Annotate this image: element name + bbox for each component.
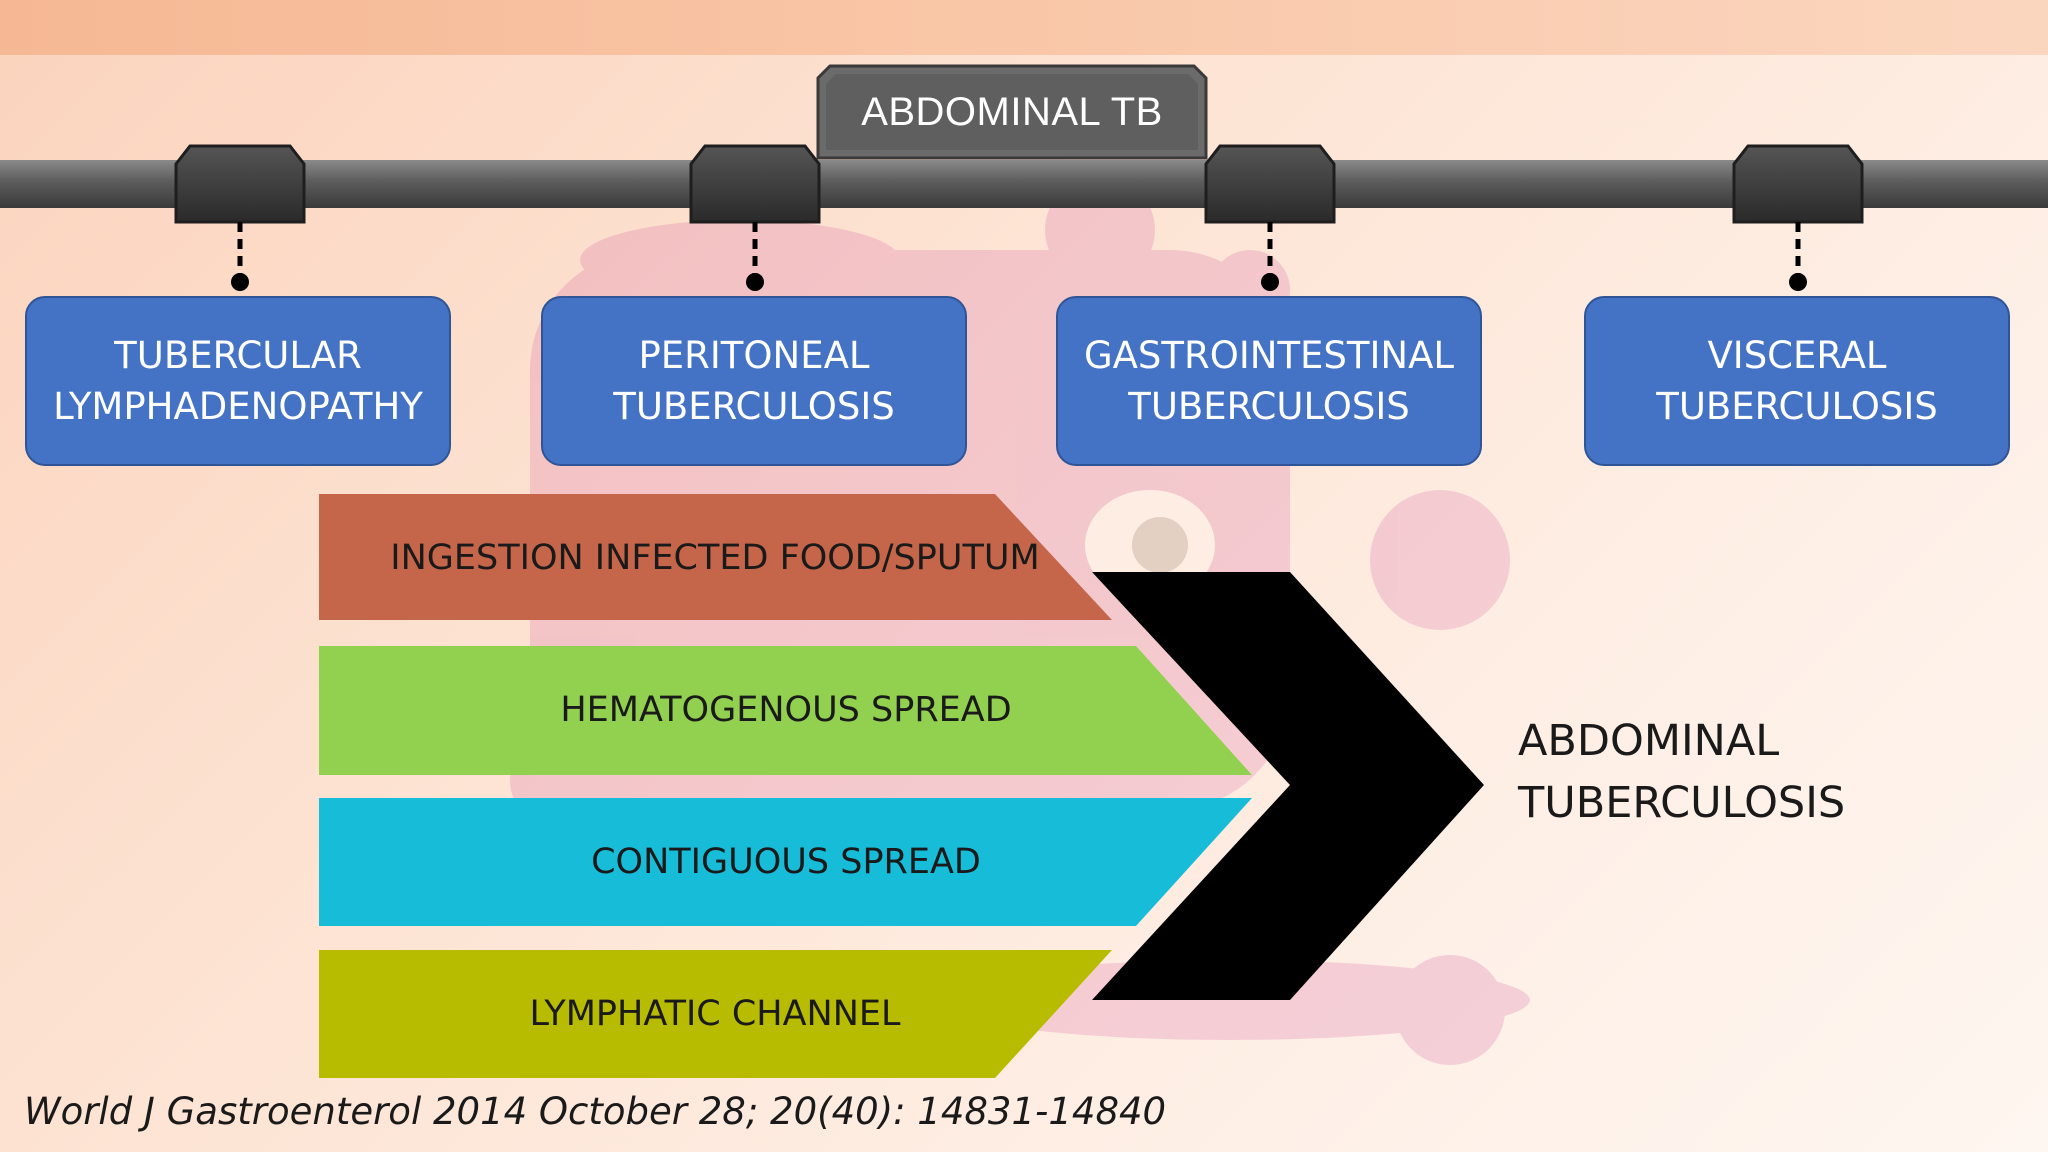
timeline-bar xyxy=(0,160,2048,208)
result-line-1: ABDOMINAL xyxy=(1518,716,1780,766)
convergence-chevron-arrow xyxy=(1092,572,1484,1000)
route-arrow-ingestion xyxy=(319,494,1112,620)
title-plaque xyxy=(816,64,1208,160)
diagram-title: ABDOMINAL TB xyxy=(861,89,1163,134)
category-line-2: TUBERCULOSIS xyxy=(1128,385,1410,428)
connector-1 xyxy=(174,144,306,291)
category-visceral-tuberculosis: VISCERAL TUBERCULOSIS xyxy=(1584,296,2010,466)
category-gastrointestinal-tuberculosis: GASTROINTESTINAL TUBERCULOSIS xyxy=(1056,296,1482,466)
result-line-2: TUBERCULOSIS xyxy=(1518,778,1846,828)
category-line-1: PERITONEAL xyxy=(638,334,870,377)
top-band xyxy=(0,0,2048,55)
route-arrow-hematogenous xyxy=(319,646,1252,775)
category-line-1: TUBERCULAR xyxy=(114,334,362,377)
category-line-2: TUBERCULOSIS xyxy=(1656,385,1938,428)
category-peritoneal-tuberculosis: PERITONEAL TUBERCULOSIS xyxy=(541,296,967,466)
connector-3 xyxy=(1204,144,1336,291)
result-label: ABDOMINAL TUBERCULOSIS xyxy=(1518,710,1845,834)
category-tubercular-lymphadenopathy: TUBERCULAR LYMPHADENOPATHY xyxy=(25,296,451,466)
route-label-lymphatic: LYMPHATIC CHANNEL xyxy=(529,994,901,1034)
route-arrow-lymphatic xyxy=(319,950,1112,1078)
connector-4 xyxy=(1732,144,1864,291)
route-label-contiguous: CONTIGUOUS SPREAD xyxy=(591,842,981,882)
category-line-2: LYMPHADENOPATHY xyxy=(53,385,423,428)
citation: World J Gastroenterol 2014 October 28; 2… xyxy=(24,1090,1167,1133)
route-label-ingestion: INGESTION INFECTED FOOD/SPUTUM xyxy=(390,538,1040,578)
connector-2 xyxy=(689,144,821,291)
route-arrow-contiguous xyxy=(319,798,1252,926)
route-label-hematogenous: HEMATOGENOUS SPREAD xyxy=(560,690,1012,730)
category-line-2: TUBERCULOSIS xyxy=(613,385,895,428)
category-line-1: GASTROINTESTINAL xyxy=(1083,334,1455,377)
category-line-1: VISCERAL xyxy=(1707,334,1887,377)
